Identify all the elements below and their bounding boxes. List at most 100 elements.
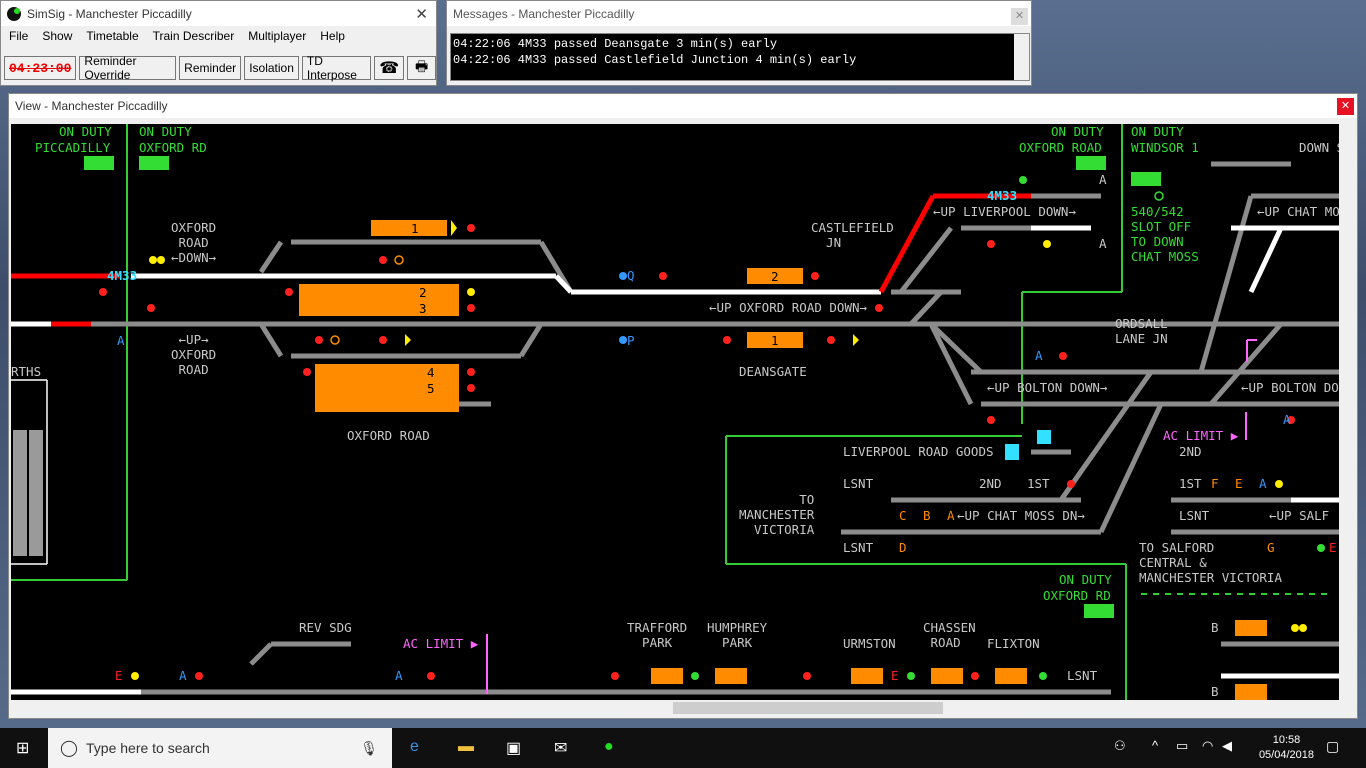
on-duty-label: ON DUTY <box>1059 572 1112 587</box>
signalling-panel[interactable]: ON DUTY PICCADILLY ON DUTY OXFORD RD ON … <box>11 124 1339 702</box>
menu-train-describer[interactable]: Train Describer <box>152 29 235 43</box>
menu-help[interactable]: Help <box>320 29 345 43</box>
signal-id: A <box>395 668 403 683</box>
menu-multiplayer[interactable]: Multiplayer <box>248 29 307 43</box>
to-salford-label: TO SALFORD CENTRAL & MANCHESTER VICTORIA <box>1139 540 1282 585</box>
horizontal-scrollbar[interactable] <box>11 700 1339 716</box>
messages-list: 04:22:06 4M33 passed Deansgate 3 min(s) … <box>450 33 1030 81</box>
signal-id: A <box>179 668 187 683</box>
signal-id: E <box>1329 540 1337 555</box>
people-icon[interactable]: ⚇ <box>1114 738 1126 753</box>
platform-number: 1 <box>411 221 419 236</box>
store-icon[interactable]: ▣ <box>506 740 522 757</box>
reminder-button[interactable]: Reminder <box>179 56 242 80</box>
platform-number: 2 <box>771 269 779 284</box>
volume-icon[interactable]: ◀ <box>1222 738 1232 753</box>
app-icon <box>7 6 21 21</box>
notifications-icon[interactable]: ▢ <box>1326 738 1340 754</box>
chevron-up-icon[interactable]: ^ <box>1152 738 1159 753</box>
platform-number: 5 <box>427 381 435 396</box>
oxford-rd-label: OXFORD RD <box>139 140 207 155</box>
liverpool-goods-marker <box>1005 444 1019 460</box>
castlefield-jn-label: CASTLEFIELD JN <box>811 220 894 250</box>
printer-button[interactable]: 🖶 <box>407 56 437 80</box>
on-duty-indicators <box>84 156 1161 618</box>
marker-b: B <box>1211 684 1219 699</box>
occupied-track <box>11 193 1031 327</box>
platform-number: 2 <box>419 285 427 300</box>
isolation-button[interactable]: Isolation <box>244 56 299 80</box>
trafford-park-label: TRAFFORD PARK <box>627 620 688 650</box>
marker-c: C <box>899 508 907 523</box>
route-indicators <box>405 220 859 346</box>
train-id-4m33[interactable]: 4M33 <box>987 188 1018 203</box>
piccadilly-label: PICCADILLY <box>35 140 111 155</box>
signal-id: A <box>1035 348 1043 363</box>
main-window-title: SimSig - Manchester Piccadilly <box>27 6 192 21</box>
second-label: 2ND <box>1179 444 1202 459</box>
message-line: 04:22:06 4M33 passed Castlefield Junctio… <box>453 53 857 67</box>
messages-window-title: Messages - Manchester Piccadilly <box>453 6 635 21</box>
up-oxford-road-down-label: ←UP OXFORD ROAD DOWN→ <box>709 300 868 315</box>
clock-time: 10:58 <box>1272 734 1301 746</box>
system-clock[interactable]: 10:58 05/04/2018 <box>1259 733 1314 763</box>
battery-icon[interactable]: ▭ <box>1176 738 1189 753</box>
clock-button[interactable]: 04:23:00 <box>4 56 77 80</box>
oxford-road-up-label: ←UP→ OXFORD ROAD <box>171 332 217 377</box>
view-window: View - Manchester Piccadilly ✕ <box>8 93 1358 719</box>
close-icon[interactable]: ✕ <box>415 6 428 23</box>
ac-limit-markers <box>486 339 1257 694</box>
taskbar: ⊞ ◯ Type here to search 🎙 e ▬ ▣ ✉ ● ⚇ ^ … <box>0 728 1366 768</box>
up-bolton-label: ←UP BOLTON DO <box>1241 380 1339 395</box>
ac-limit-label: AC LIMIT ▶ <box>403 636 479 651</box>
to-manchester-victoria-label: TO MANCHESTER VICTORIA <box>739 492 815 537</box>
taskbar-search[interactable]: ◯ Type here to search 🎙 <box>48 728 392 768</box>
menu-timetable[interactable]: Timetable <box>86 29 139 43</box>
td-interpose-button[interactable]: TD Interpose <box>301 54 372 82</box>
reminder-override-button[interactable]: Reminder Override <box>79 54 177 82</box>
second-label: 2ND <box>979 476 1002 491</box>
signal-id: A <box>117 333 125 348</box>
vertical-scrollbar[interactable] <box>1339 124 1355 702</box>
windows-start-icon[interactable]: ⊞ <box>16 740 30 757</box>
marker-a: A <box>1099 236 1107 251</box>
oxford-road-down-label: OXFORD ROAD ←DOWN→ <box>171 220 217 265</box>
edge-icon[interactable]: e <box>410 738 419 755</box>
windsor-label: WINDSOR 1 <box>1131 140 1199 155</box>
signal-id: E <box>115 668 123 683</box>
file-explorer-icon[interactable]: ▬ <box>458 738 474 755</box>
oxford-road-station-label: OXFORD ROAD <box>347 428 430 443</box>
horizontal-scroll-thumb[interactable] <box>673 702 943 714</box>
menu-show[interactable]: Show <box>42 29 73 43</box>
marker-g: G <box>1267 540 1275 555</box>
deansgate-label: DEANSGATE <box>739 364 807 379</box>
up-salford-label: ←UP SALF <box>1269 508 1330 523</box>
area-borders <box>11 124 1127 702</box>
lsnt-label: LSNT <box>1179 508 1210 523</box>
view-close-icon[interactable]: ✕ <box>1337 98 1354 115</box>
simsig-main-window: SimSig - Manchester Piccadilly ✕ File Sh… <box>0 0 437 86</box>
telephone-button[interactable]: ☎ <box>374 56 405 80</box>
track-diagram <box>11 124 1339 702</box>
telephone-icon: ☎ <box>379 60 400 77</box>
mail-icon[interactable]: ✉ <box>554 740 568 757</box>
main-titlebar: SimSig - Manchester Piccadilly <box>1 1 436 26</box>
messages-window: Messages - Manchester Piccadilly ✕ 04:22… <box>446 0 1032 86</box>
lsnt-label: LSNT <box>843 476 874 491</box>
liverpool-road-goods-label: LIVERPOOL ROAD GOODS <box>843 444 994 459</box>
messages-close-icon[interactable]: ✕ <box>1011 8 1028 25</box>
wifi-icon[interactable]: ◠ <box>1202 738 1214 753</box>
platform-number: 1 <box>771 333 779 348</box>
on-duty-label: ON DUTY <box>1131 124 1184 139</box>
rths-label: RTHS <box>11 364 42 379</box>
microphone-icon[interactable]: 🎙 <box>360 739 378 756</box>
idle-track <box>11 161 1339 695</box>
simsig-taskbar-icon[interactable]: ● <box>604 738 614 755</box>
messages-titlebar: Messages - Manchester Piccadilly <box>447 1 1031 26</box>
first-label: 1ST <box>1179 476 1202 491</box>
on-duty-label: ON DUTY <box>1051 124 1104 139</box>
marker-d: D <box>899 540 907 555</box>
messages-scrollbar[interactable] <box>1014 34 1029 80</box>
train-id-4m33[interactable]: 4M33 <box>107 268 138 283</box>
menu-file[interactable]: File <box>9 29 29 43</box>
